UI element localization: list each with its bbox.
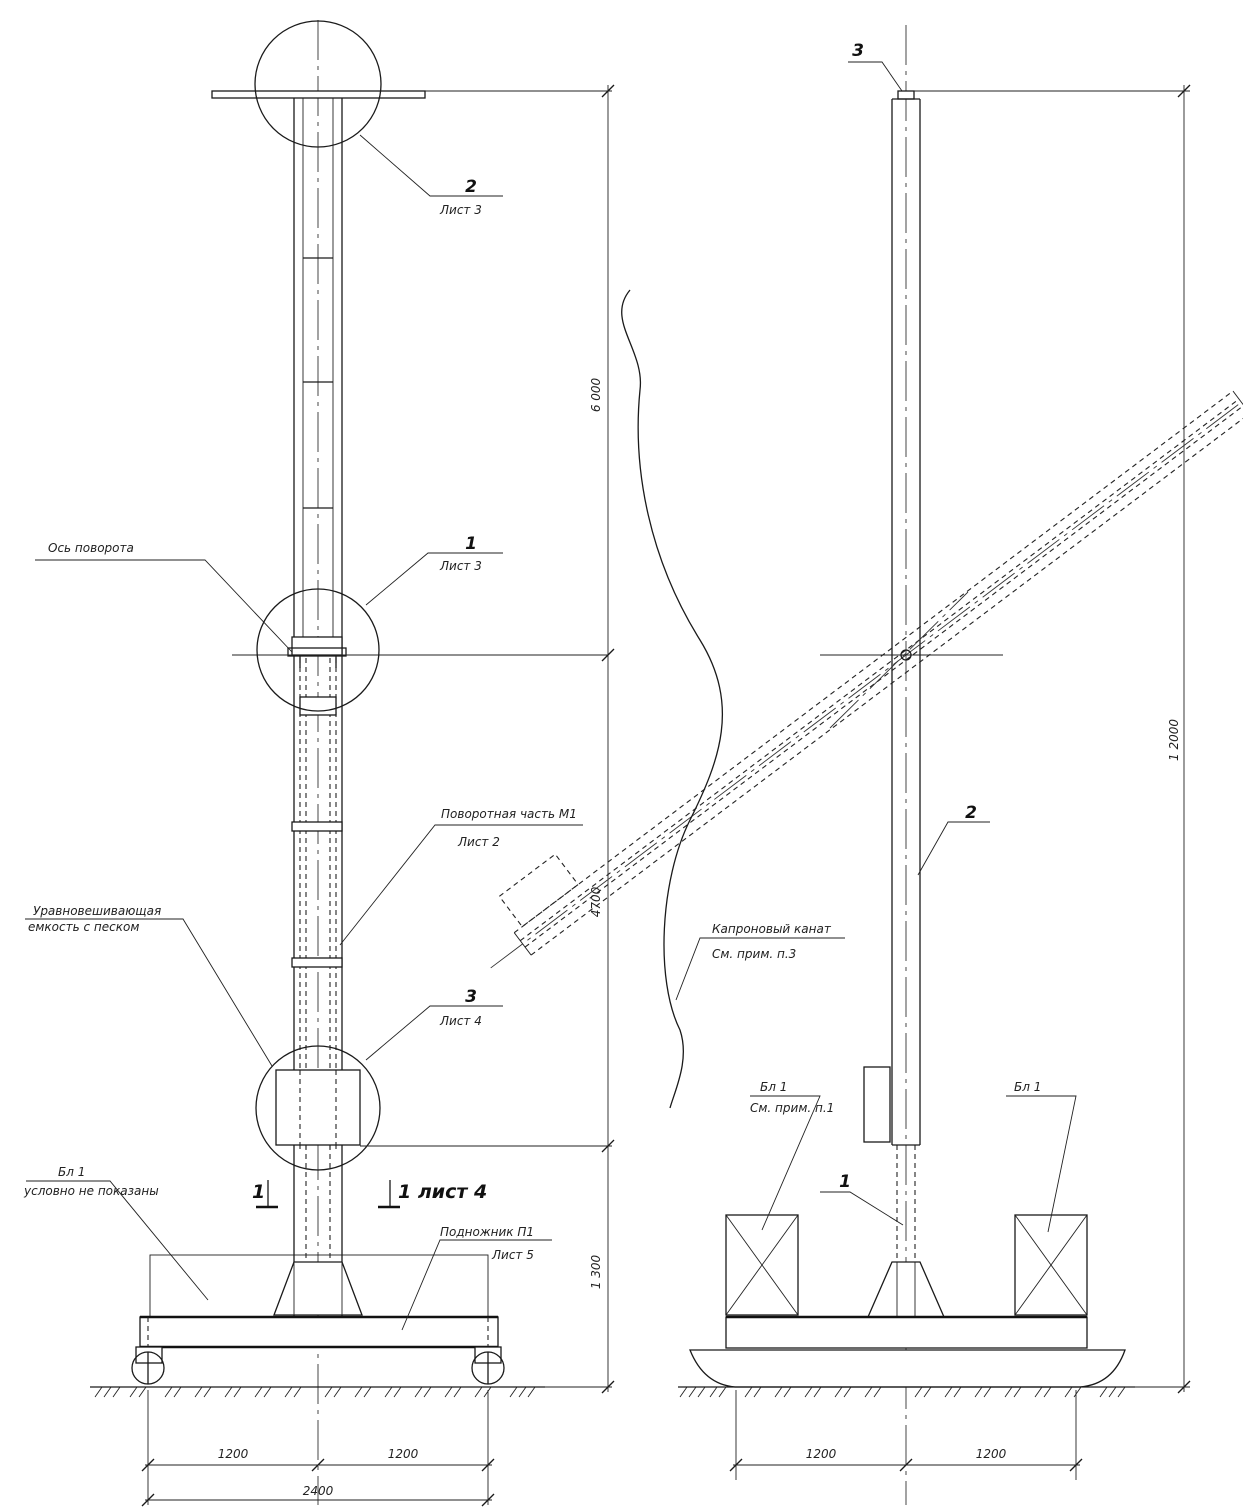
callout-3-number: 3 — [465, 987, 477, 1007]
counterweight-box — [275, 1069, 361, 1146]
label-block-left-1: Бл 1 — [58, 1165, 85, 1179]
label-block-r1-1: Бл 1 — [760, 1080, 787, 1094]
pos-3-right: 3 — [852, 41, 864, 61]
left-callouts: 2 Лист 3 1 Лист 3 3 Лист 4 Ось поворота … — [23, 134, 583, 1331]
detail-circle-2 — [254, 20, 382, 148]
right-blocks — [725, 1214, 1088, 1316]
ground-hatch — [94, 1386, 536, 1398]
tilted-mast — [490, 317, 1243, 969]
dim-4700: 4700 — [589, 886, 603, 917]
section-mark-right: 1 лист 4 — [398, 1181, 487, 1203]
callout-1-sheet: Лист 3 — [439, 559, 482, 573]
label-block-left-2: условно не показаны — [23, 1184, 159, 1198]
left-view: 6 000 4700 1 300 1200 1200 2400 2 Лист 3 — [23, 20, 615, 1507]
dim-1200-left-b: 1200 — [388, 1447, 419, 1461]
left-width-dimension: 1200 1200 2400 — [141, 1390, 495, 1507]
callout-3-sheet: Лист 4 — [439, 1014, 482, 1028]
dim-12000: 1 2000 — [1167, 719, 1181, 761]
right-height-dimension: 1 2000 — [914, 84, 1191, 1394]
wheels — [131, 1346, 505, 1385]
detail-circle-3 — [255, 1045, 381, 1171]
callout-2-sheet: Лист 3 — [439, 203, 482, 217]
base-frame — [139, 1315, 499, 1349]
pos-1-right: 1 — [839, 1172, 851, 1192]
right-ground-hatch — [679, 1386, 1126, 1398]
right-view: 1 2000 1200 1200 3 2 1 Капроновый канат … — [490, 25, 1243, 1505]
dim-1200-right-b: 1200 — [976, 1447, 1007, 1461]
label-counterweight-1: Уравновешивающая — [33, 904, 161, 918]
dim-1300: 1 300 — [589, 1254, 603, 1289]
pos-2-right: 2 — [965, 803, 977, 823]
detail-circle-1 — [256, 588, 380, 712]
label-rotating-part: Поворотная часть М1 — [441, 807, 577, 821]
pivot-assembly — [287, 636, 347, 668]
base-gusset — [273, 1261, 363, 1316]
dim-1200-left-a: 1200 — [218, 1447, 249, 1461]
section-mark-left: 1 — [252, 1181, 265, 1203]
label-rope-1: Капроновый канат — [712, 922, 832, 936]
label-rotating-sheet: Лист 2 — [457, 835, 500, 849]
dim-6000: 6 000 — [589, 377, 603, 412]
label-rope-2: См. прим. п.3 — [712, 947, 796, 961]
label-counterweight-2: емкость с песком — [28, 920, 139, 934]
right-pivot-cross — [820, 591, 1003, 729]
callout-1-number: 1 — [465, 534, 477, 554]
label-block-r1-2: См. прим. п.1 — [750, 1101, 834, 1115]
top-plate — [211, 90, 426, 99]
right-callouts: 3 2 1 Капроновый канат См. прим. п.3 Бл … — [675, 41, 1077, 1233]
section-marks: 1 1 лист 4 — [252, 1180, 487, 1209]
right-mast — [863, 90, 921, 1318]
callout-2-number: 2 — [465, 177, 477, 197]
label-base: Подножник П1 — [440, 1225, 534, 1239]
label-base-sheet: Лист 5 — [491, 1248, 534, 1262]
right-width-dimension: 1200 1200 — [729, 1390, 1083, 1480]
dim-1200-right-a: 1200 — [806, 1447, 837, 1461]
rope — [621, 289, 724, 1109]
right-base — [689, 1315, 1126, 1388]
dim-2400: 2400 — [303, 1484, 334, 1498]
left-height-dimension: 6 000 4700 1 300 — [360, 84, 615, 1394]
label-axis: Ось поворота — [48, 541, 134, 555]
label-block-r2: Бл 1 — [1014, 1080, 1041, 1094]
